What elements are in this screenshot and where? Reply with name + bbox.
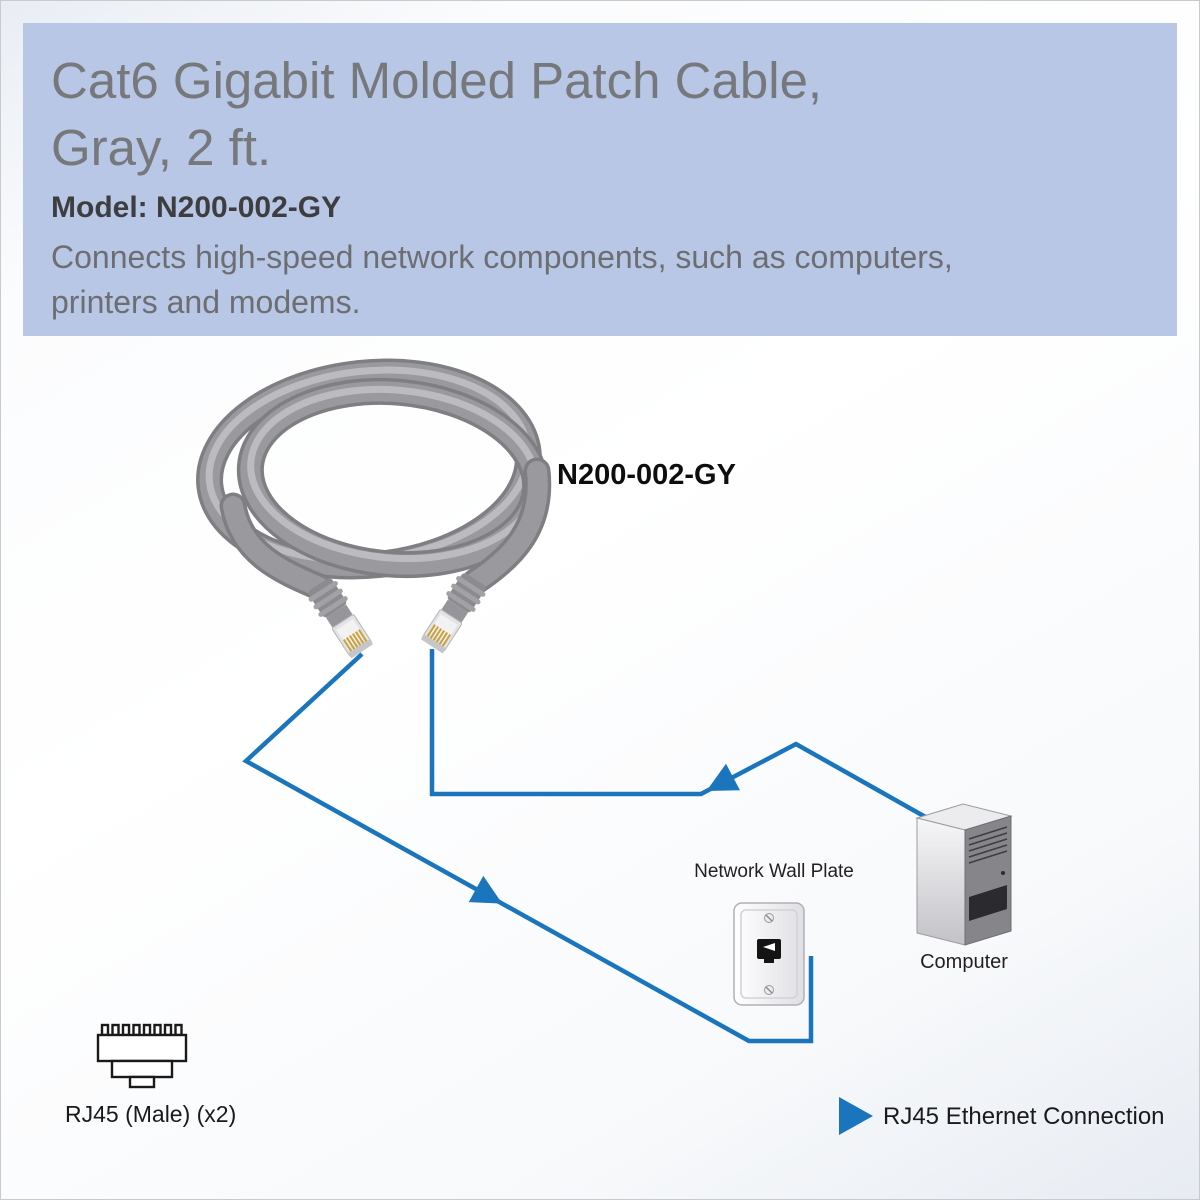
page-title-line-1: Cat6 Gigabit Molded Patch Cable, [51,52,823,109]
product-description-line-1: Connects high-speed network components, … [51,238,953,275]
page-title-line-2: Gray, 2 ft. [51,119,272,177]
product-description-line-2: printers and modems. [51,284,361,321]
wall-plate-label: Network Wall Plate [694,861,854,882]
header-banner: Cat6 Gigabit Molded Patch Cable, Gray, 2… [23,23,1177,336]
cable-connector-left [308,578,374,659]
ethernet-legend-label: RJ45 Ethernet Connection [883,1103,1165,1130]
model-number: Model: N200-002-GY [51,190,342,224]
computer-connection-line [429,649,931,821]
product-description: Connects high-speed network components, … [51,235,1149,326]
product-callout-label: N200-002-GY [557,459,736,491]
rj45-plug-icon [96,1023,188,1089]
flow-arrow-icon [706,763,740,791]
flow-arrow-icon [468,875,503,904]
wallplate-connection-line [242,652,814,1044]
cable-connector-right [420,573,486,654]
rj45-legend-label: RJ45 (Male) (x2) [65,1101,237,1127]
cable-photo [196,358,552,659]
computer-label: Computer [920,951,1008,973]
blue-arrow-icon [839,1097,873,1135]
computer-graphic [915,803,1013,946]
wall-plate-graphic [733,902,805,1006]
